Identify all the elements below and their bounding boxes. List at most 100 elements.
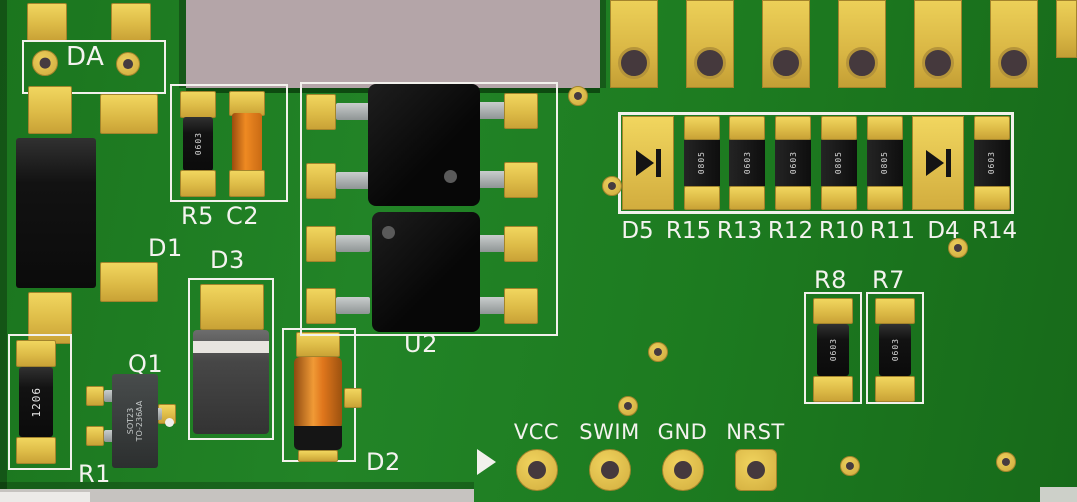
u2-lead (336, 103, 370, 120)
pad (504, 226, 538, 262)
connector-pad[interactable] (838, 0, 886, 88)
connector-pad[interactable] (686, 0, 734, 88)
pad (775, 186, 812, 210)
pad (866, 116, 903, 140)
via (648, 342, 668, 362)
r7-body[interactable]: 0603 (879, 324, 911, 376)
d1-body[interactable] (16, 138, 96, 288)
pad (306, 226, 336, 262)
resistor-r10[interactable]: 0805 (820, 116, 857, 210)
r5-c2-courtyard (170, 84, 288, 202)
pad (729, 116, 766, 140)
pad (180, 170, 216, 197)
resistor-body: 0805 (683, 140, 720, 186)
pin1-arrow-icon (477, 449, 496, 475)
pad (296, 332, 340, 357)
pad (820, 116, 857, 140)
via (948, 238, 968, 258)
u2-lead (476, 102, 506, 119)
viewport-background (186, 0, 600, 91)
component-row: 0805 0603 0603 0805 0805 0603 (622, 116, 1010, 210)
pad (229, 170, 265, 197)
connector-pad[interactable] (990, 0, 1038, 88)
connector-pad-partial[interactable] (1056, 0, 1077, 58)
via (996, 452, 1016, 472)
connector-hole (846, 47, 878, 79)
test-point-pad[interactable] (661, 449, 704, 491)
pad (973, 186, 1010, 210)
designator-c2: C2 (226, 202, 260, 230)
pad (27, 3, 67, 41)
pad (100, 262, 158, 302)
pad (306, 163, 336, 199)
diode-symbol-icon (635, 150, 654, 176)
via (840, 456, 860, 476)
pad (820, 186, 857, 210)
diode-cathode-bar (655, 149, 661, 177)
pad (683, 116, 720, 140)
pad (16, 437, 56, 464)
test-point-pad[interactable] (734, 449, 777, 491)
diode-cathode-bar (945, 149, 951, 177)
r5-body[interactable]: 0603 (183, 117, 213, 171)
connector-hole (618, 47, 650, 79)
u2-pin-dimple (382, 226, 395, 239)
resistor-marking: 0603 (742, 151, 752, 175)
designator-r7: R7 (872, 266, 905, 294)
designator-r10: R10 (818, 218, 865, 244)
resistor-marking: 0805 (697, 151, 707, 175)
u2-lead (336, 297, 370, 314)
pad (813, 376, 853, 402)
connector-hole (922, 47, 954, 79)
pad (111, 3, 151, 41)
diode-symbol-icon (925, 150, 944, 176)
diode-d4[interactable] (912, 116, 965, 210)
u2-lead (336, 172, 370, 189)
resistor-r11[interactable]: 0805 (866, 116, 903, 210)
u2-body-bottom[interactable] (372, 212, 480, 332)
r7-marking: 0603 (890, 338, 900, 362)
r1-body[interactable]: 1206 (19, 367, 53, 437)
pad (200, 284, 264, 330)
connector-pad[interactable] (762, 0, 810, 88)
resistor-body: 0805 (866, 140, 903, 186)
d2-body[interactable] (294, 357, 342, 429)
test-point-pad[interactable] (588, 449, 631, 491)
da-silkscreen-outline (22, 40, 166, 94)
test-point-pad[interactable] (515, 449, 558, 491)
r8-body[interactable]: 0603 (817, 324, 849, 376)
pad (306, 94, 336, 130)
d3-stripe (193, 341, 269, 353)
diode-d5[interactable] (622, 116, 674, 210)
resistor-r14[interactable]: 0603 (973, 116, 1010, 210)
connector-hole (770, 47, 802, 79)
table-surface-strip (0, 489, 474, 502)
pad (504, 288, 538, 324)
resistor-body: 0603 (729, 140, 766, 186)
c2-body[interactable] (232, 113, 262, 172)
d3-courtyard (188, 278, 274, 440)
via (618, 396, 638, 416)
test-point-hole (746, 461, 765, 479)
q1-pin1-dot (165, 418, 174, 427)
designator-r1: R1 (78, 460, 111, 488)
resistor-r12[interactable]: 0603 (775, 116, 812, 210)
resistor-r15[interactable]: 0805 (683, 116, 720, 210)
connector-pad[interactable] (914, 0, 962, 88)
test-point-vcc: VCC (500, 420, 573, 491)
u2-body-top[interactable] (368, 84, 480, 206)
resistor-marking: 0805 (834, 151, 844, 175)
r1-marking: 1206 (29, 386, 43, 418)
board-edge-notch-left (179, 0, 186, 88)
q1-body[interactable]: SOT23 TO-236AA (112, 374, 158, 468)
pad (729, 186, 766, 210)
resistor-r13[interactable]: 0603 (729, 116, 766, 210)
designator-q1: Q1 (128, 350, 164, 378)
pad (504, 93, 538, 129)
pad (775, 116, 812, 140)
pad (180, 91, 216, 118)
designator-r8: R8 (814, 266, 847, 294)
connector-pad[interactable] (610, 0, 658, 88)
pad (28, 86, 72, 134)
